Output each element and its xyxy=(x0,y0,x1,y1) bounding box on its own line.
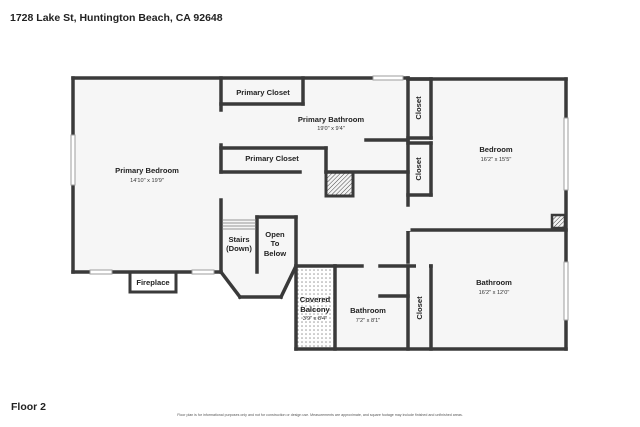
room-label-bedroom: Bedroom xyxy=(479,145,513,154)
door-openings xyxy=(405,207,429,269)
room-dim-bedroom: 16'2" x 15'5" xyxy=(481,157,512,163)
chase-hatch-1 xyxy=(324,170,355,198)
room-label-balcony: Balcony xyxy=(300,305,330,314)
balcony-area xyxy=(296,266,335,349)
disclaimer-text: Floor plan is for informational purposes… xyxy=(177,413,463,417)
room-label-primary-bedroom: Primary Bedroom xyxy=(115,166,179,175)
room-label-closet-a: Closet xyxy=(414,96,423,120)
room-label-fireplace: Fireplace xyxy=(136,278,169,287)
room-label-primary-closet-mid: Primary Closet xyxy=(245,154,299,163)
listing-address: 1728 Lake St, Huntington Beach, CA 92648 xyxy=(10,12,223,24)
room-label-to: To xyxy=(271,239,280,248)
room-dim-bathroom-large: 16'2" x 12'0" xyxy=(479,290,510,296)
room-label-closet-c: Closet xyxy=(415,296,424,320)
room-dim-balcony: 3'9" x 8'4" xyxy=(303,316,327,322)
chase-hatch-2 xyxy=(550,213,567,230)
room-label-covered: Covered xyxy=(300,295,331,304)
room-label-below: Below xyxy=(264,249,286,258)
room-label-bathroom-large: Bathroom xyxy=(476,278,512,287)
room-dim-primary-bathroom: 19'0" x 9'4" xyxy=(317,126,345,132)
stairs-treads xyxy=(222,219,256,230)
floor-area xyxy=(73,78,566,349)
room-dim-bathroom-small: 7'2" x 8'1" xyxy=(356,318,380,324)
windows xyxy=(70,75,569,321)
room-dim-primary-bedroom: 14'10" x 19'9" xyxy=(130,178,164,184)
room-label-closet-b: Closet xyxy=(414,157,423,181)
room-label-stairs: Stairs xyxy=(228,235,249,244)
room-label-primary-bathroom: Primary Bathroom xyxy=(298,115,365,124)
room-label-stairs-down: (Down) xyxy=(226,244,252,253)
room-label-bathroom-small: Bathroom xyxy=(350,306,386,315)
floor-label: Floor 2 xyxy=(11,401,47,413)
room-label-primary-closet-top: Primary Closet xyxy=(236,88,290,97)
room-label-open: Open xyxy=(265,230,285,239)
